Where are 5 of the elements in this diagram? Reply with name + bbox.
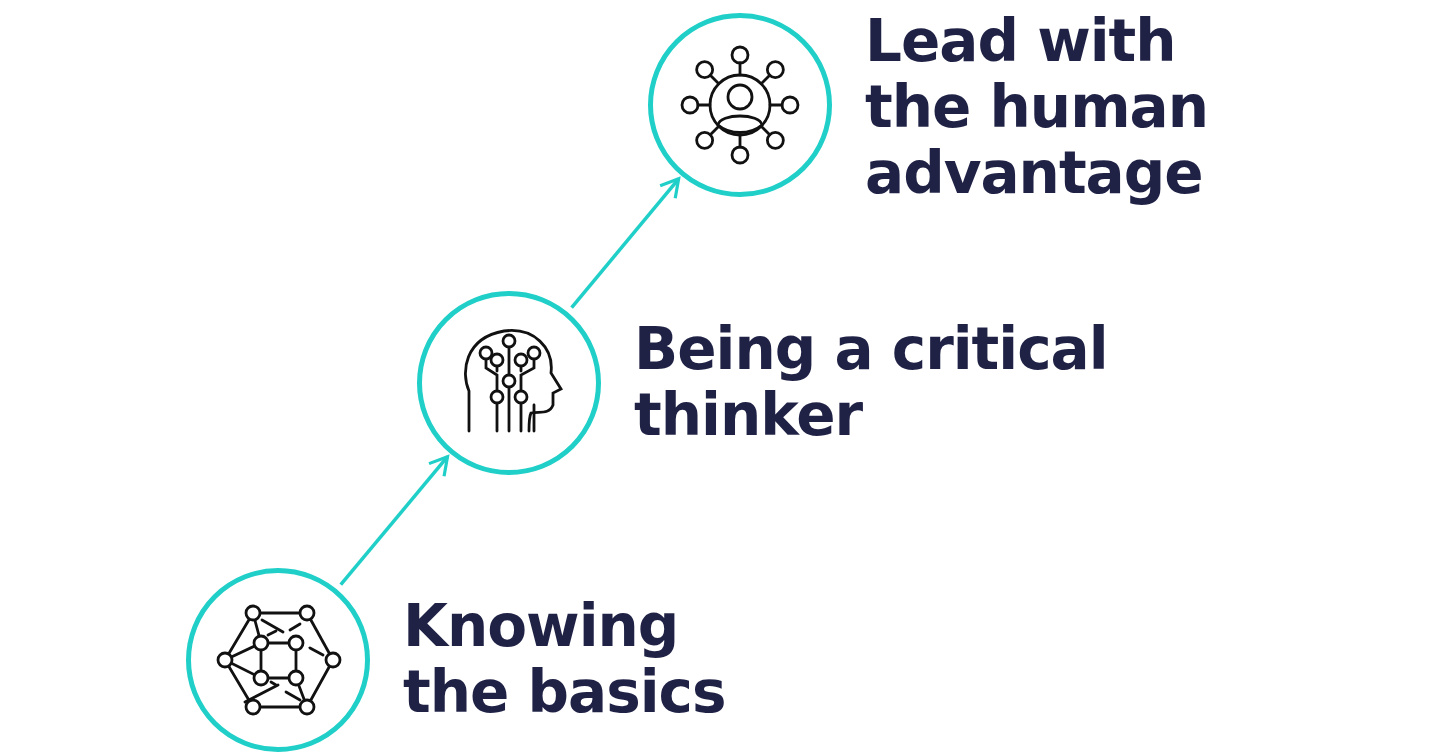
step-label: Being a critical thinker <box>634 316 1109 448</box>
arrow <box>339 455 450 586</box>
step-label: Lead with the human advantage <box>865 8 1209 206</box>
step-label: Knowing the basics <box>403 593 727 725</box>
arrow <box>570 177 681 309</box>
